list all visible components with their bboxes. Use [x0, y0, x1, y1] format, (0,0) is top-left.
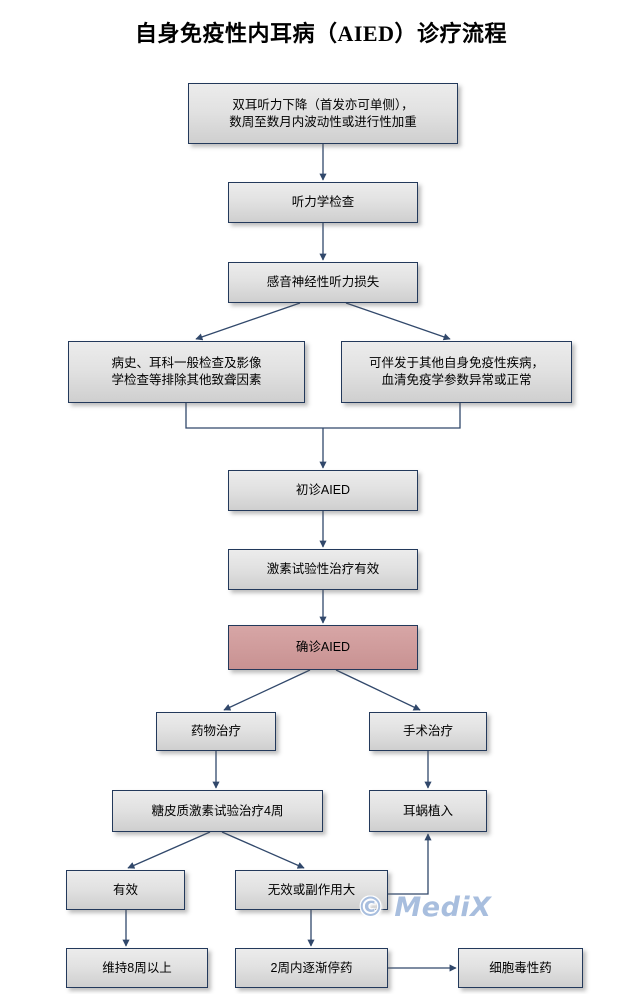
- node-exclusion-workup[interactable]: 病史、耳科一般检查及影像 学检查等排除其他致聋因素: [68, 341, 305, 403]
- node-audiology-label: 听力学检查: [291, 195, 355, 209]
- edge-snhl-to-autoimmune: [345, 302, 451, 341]
- page-title: 自身免疫性内耳病（AIED）诊疗流程: [134, 21, 507, 46]
- node-symptom[interactable]: 双耳听力下降（首发亦可单侧）， 数周至数月内波动性或进行性加重: [188, 83, 458, 144]
- node-autoimmune-association-label: 可伴发于其他自身免疫性疾病， 血清免疫学参数异常或正常: [368, 356, 544, 387]
- node-drug-therapy-label: 药物治疗: [190, 724, 241, 738]
- node-maintain-over-8-weeks-label: 维持8周以上: [102, 960, 172, 975]
- edge-gc-trial-to-effective: [127, 831, 211, 869]
- edge-snhl-to-exclusion: [195, 302, 301, 341]
- edge-confirmed-dx-to-surgery: [335, 669, 421, 711]
- node-confirmed-diagnosis-label: 确诊AIED: [295, 640, 351, 654]
- node-effective-label: 有效: [112, 882, 138, 897]
- node-cochlear-implant-label: 耳蜗植入: [402, 803, 453, 818]
- node-surgical-therapy[interactable]: 手术治疗: [369, 712, 487, 751]
- edge-ineffective-to-cochlear-implant: [388, 833, 432, 895]
- node-effective[interactable]: 有效: [66, 870, 185, 910]
- node-sensorineural-hearing-loss[interactable]: 感音神经性听力损失: [228, 262, 418, 303]
- edge-gc-trial-to-ineffective: [221, 831, 305, 869]
- node-glucocorticoid-trial-4-weeks[interactable]: 糖皮质激素试验治疗4周: [112, 790, 323, 832]
- node-ineffective-or-side-effects-label: 无效或副作用大: [267, 882, 356, 897]
- node-glucocorticoid-trial-4-weeks-label: 糖皮质激素试验治疗4周: [151, 803, 284, 818]
- edge-confirmed-dx-to-drug-therapy: [223, 669, 311, 711]
- edge-rail-exclusion-down: [185, 403, 461, 429]
- node-steroid-trial-effective-label: 激素试验性治疗有效: [266, 562, 380, 576]
- node-initial-diagnosis-label: 初诊AIED: [295, 483, 351, 497]
- node-autoimmune-association[interactable]: 可伴发于其他自身免疫性疾病， 血清免疫学参数异常或正常: [341, 341, 572, 403]
- node-surgical-therapy-label: 手术治疗: [402, 724, 453, 738]
- node-sensorineural-hearing-loss-label: 感音神经性听力损失: [266, 275, 380, 289]
- node-confirmed-diagnosis[interactable]: 确诊AIED: [228, 625, 418, 670]
- node-cytotoxic-drugs-label: 细胞毒性药: [489, 960, 552, 975]
- node-cytotoxic-drugs[interactable]: 细胞毒性药: [458, 948, 583, 988]
- node-steroid-trial-effective[interactable]: 激素试验性治疗有效: [228, 549, 418, 590]
- node-cochlear-implant[interactable]: 耳蜗植入: [369, 790, 487, 832]
- node-drug-therapy[interactable]: 药物治疗: [156, 712, 276, 751]
- node-symptom-label: 双耳听力下降（首发亦可单侧）， 数周至数月内波动性或进行性加重: [229, 97, 417, 129]
- node-audiology[interactable]: 听力学检查: [228, 182, 418, 223]
- node-taper-within-2-weeks-label: 2周内逐渐停药: [270, 960, 353, 975]
- node-exclusion-workup-label: 病史、耳科一般检查及影像 学检查等排除其他致聋因素: [111, 356, 262, 387]
- node-taper-within-2-weeks[interactable]: 2周内逐渐停药: [235, 948, 388, 988]
- node-ineffective-or-side-effects[interactable]: 无效或副作用大: [235, 870, 388, 910]
- node-initial-diagnosis[interactable]: 初诊AIED: [228, 470, 418, 511]
- node-maintain-over-8-weeks[interactable]: 维持8周以上: [66, 948, 208, 988]
